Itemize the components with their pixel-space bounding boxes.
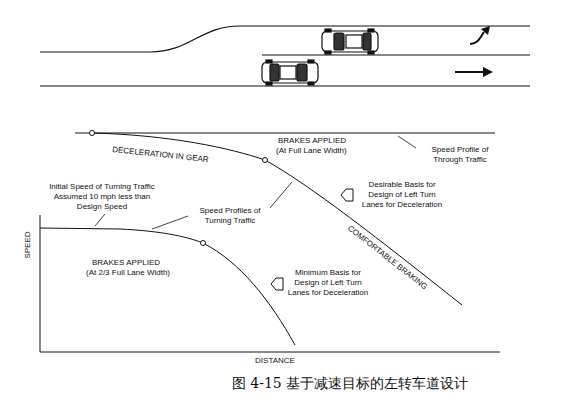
desirable-speed-curve	[92, 133, 462, 305]
car	[322, 29, 378, 54]
design-note: Desirable Basis for Design of Left Turn …	[360, 180, 444, 210]
assumption-note: Initial Speed of Turning Traffic Assumed…	[46, 182, 158, 212]
turn-arrow	[470, 26, 490, 44]
through-speed-line	[75, 133, 495, 134]
lane-line	[262, 54, 530, 55]
axes	[40, 215, 500, 352]
event-label: BRAKES APPLIED	[278, 136, 346, 146]
axis-title: SPEED	[23, 231, 33, 258]
phase-label: DECELERATION IN GEAR	[111, 145, 208, 165]
event-label: BRAKES APPLIED	[92, 258, 160, 268]
road-edge	[40, 85, 530, 86]
through-arrow	[455, 67, 493, 77]
event-note: (At Full Lane Width)	[276, 146, 347, 156]
curve-note: Speed Profile of Through Traffic	[420, 145, 500, 165]
figure-caption: 图 4-15 基于减速目标的左转车道设计	[232, 374, 468, 392]
axis-title: DISTANCE	[255, 356, 295, 366]
road	[40, 26, 530, 86]
car	[262, 60, 318, 85]
curve-note: Speed Profiles of Turning Traffic	[190, 206, 270, 226]
road-edge	[40, 26, 530, 52]
event-note: (At 2/3 Full Lane Width)	[86, 268, 170, 278]
design-note: Minimum Basis for Design of Left Turn La…	[287, 268, 369, 298]
minimum-speed-curve	[40, 228, 295, 345]
